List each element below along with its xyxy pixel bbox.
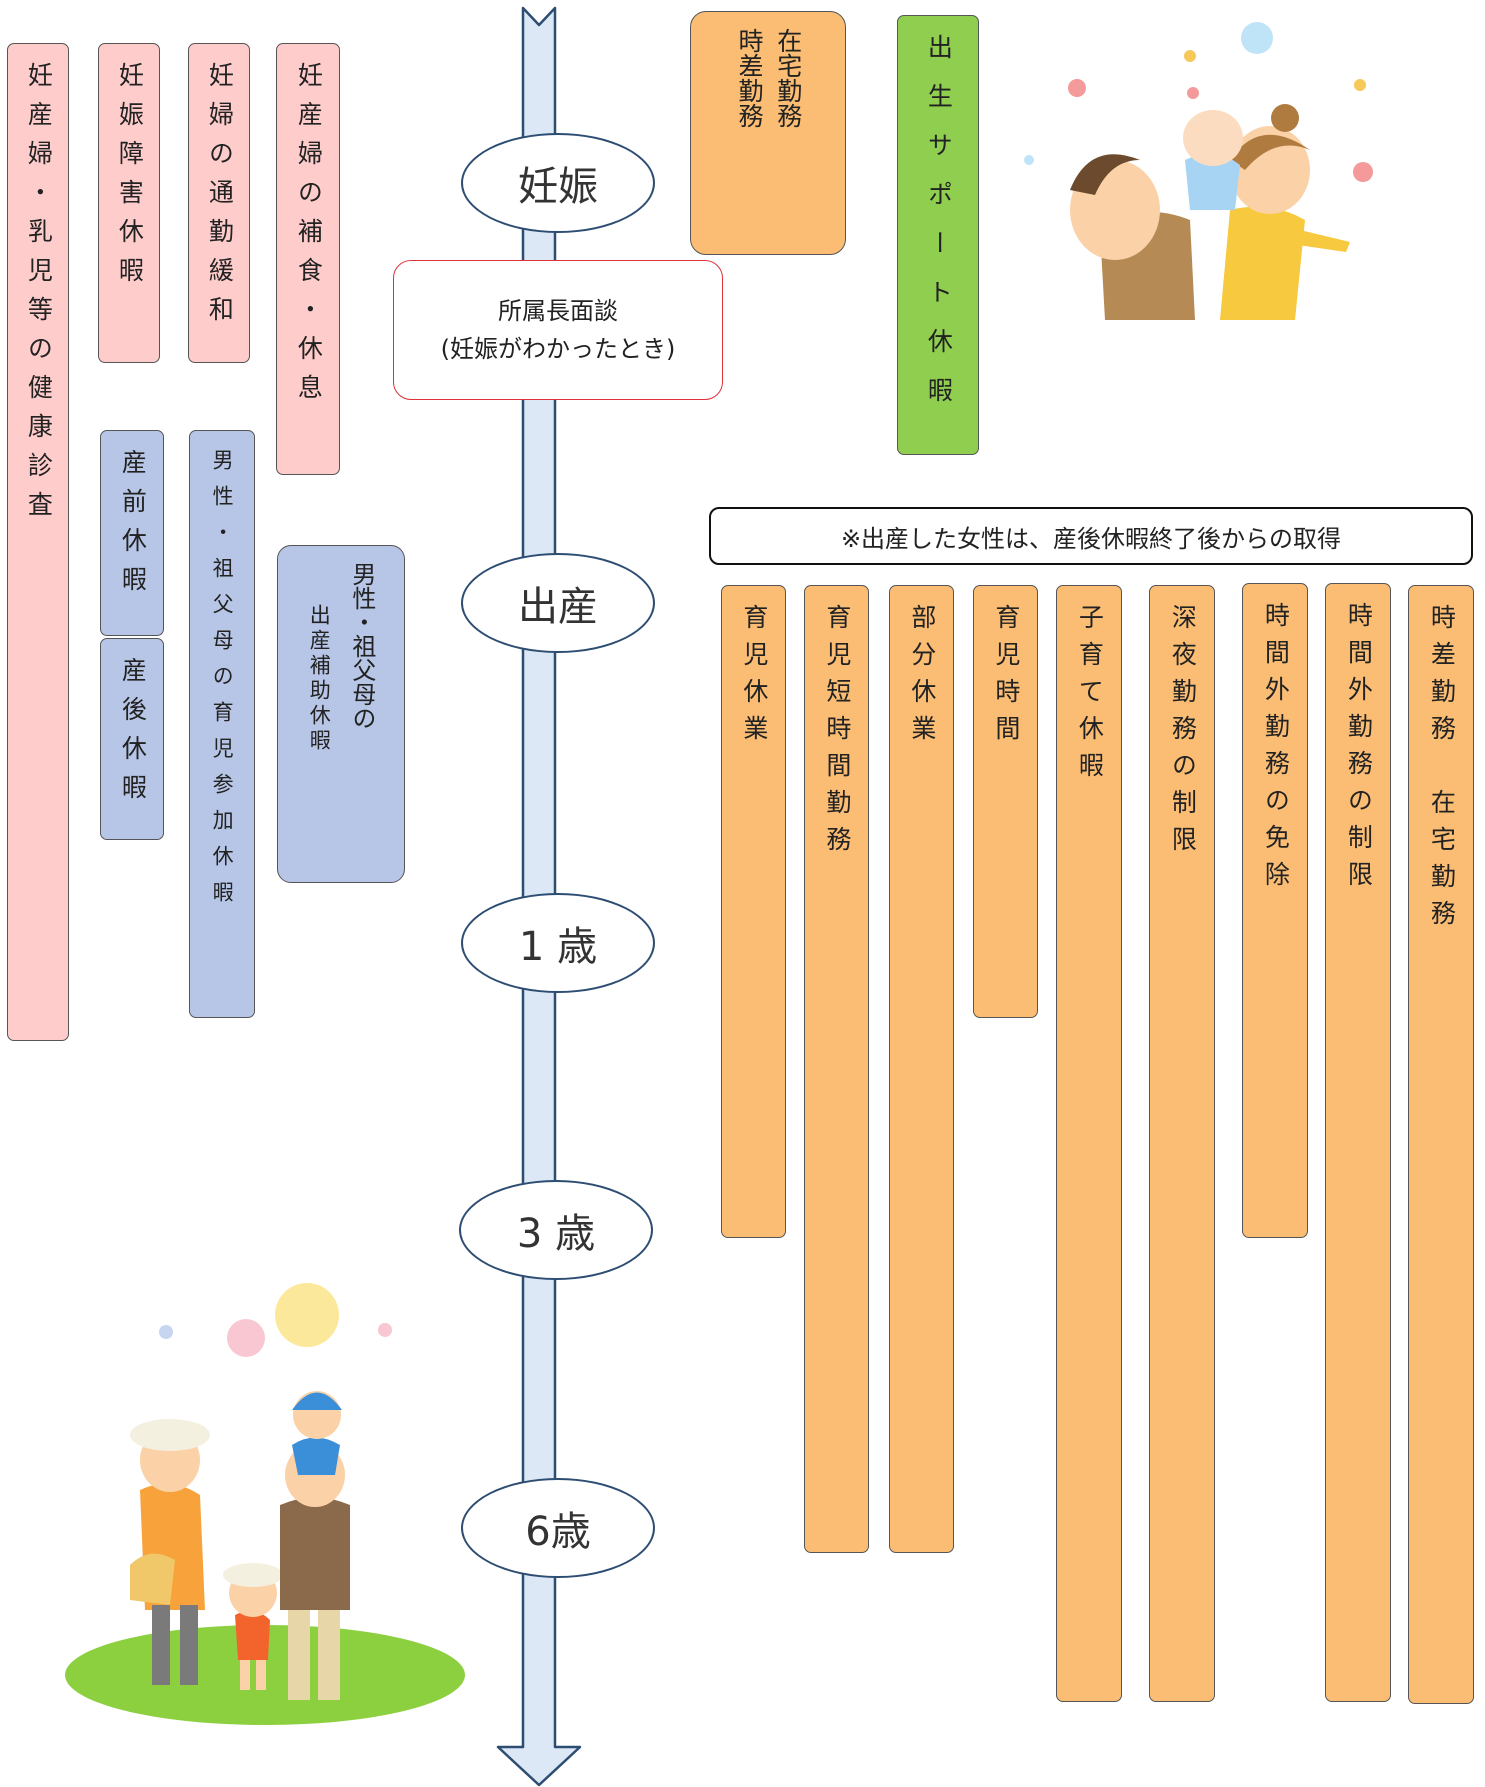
bar-short-time-work: 育児短時間勤務 — [804, 585, 869, 1553]
bar-nursing-time: 育児時間 — [973, 585, 1038, 1018]
bar-partial-leave: 部分休業 — [889, 585, 954, 1553]
bar-label: 育児短時間勤務 — [822, 604, 852, 863]
bar-label-line2: 出産補助休暇 — [307, 604, 332, 754]
bar-label-line2: 時差勤務 — [735, 28, 764, 128]
notice-text: ※出産した女性は、産後休暇終了後からの取得 — [840, 524, 1342, 553]
bar-night-work-limit: 深夜勤務の制限 — [1149, 585, 1215, 1702]
bar-label: 男性・祖父母の育児参加休暇 — [210, 449, 235, 917]
bar-label: 育児休業 — [739, 604, 769, 752]
stage-label: 出産 — [518, 584, 598, 630]
bar-staggered-telework: 時差勤務 在宅勤務 — [1408, 585, 1474, 1704]
bar-label: 育児時間 — [991, 604, 1021, 752]
stage-label: 3 歳 — [516, 1211, 596, 1257]
bar-morbidity-leave: 妊娠障害休暇 — [98, 43, 160, 363]
stage-pregnancy: 妊娠 — [461, 133, 655, 233]
stage-birth: 出産 — [461, 553, 655, 653]
family-walking-illustration — [65, 1283, 465, 1725]
bar-label-line1: 男性・祖父母の — [347, 562, 376, 730]
bar-label: 妊産婦・乳児等の健康診査 — [24, 62, 54, 530]
bar-label: 妊産婦の補食・休息 — [294, 62, 324, 413]
stage-label: 妊娠 — [518, 164, 598, 210]
interview-note: (妊娠がわかったとき) — [440, 335, 676, 363]
bar-health-checkup: 妊産婦・乳児等の健康診査 — [7, 43, 69, 1041]
manager-interview-box: 所属長面談 (妊娠がわかったとき) — [393, 260, 723, 400]
bar-overtime-exemption: 時間外勤務の免除 — [1242, 583, 1308, 1238]
bar-label: 産後休暇 — [118, 657, 148, 813]
bar-label: 妊婦の通勤緩和 — [205, 62, 235, 335]
bar-label-line1: 在宅勤務 — [773, 28, 803, 128]
bar-childcare-participation-leave: 男性・祖父母の育児参加休暇 — [189, 430, 255, 1018]
bar-label: 子育て休暇 — [1075, 604, 1105, 789]
bar-childcare-leave: 育児休業 — [721, 585, 786, 1238]
stage-label: 1 歳 — [518, 924, 598, 970]
bar-birth-support-leave: 出生サポート休暇 — [897, 15, 979, 455]
bar-birth-assist-leave: 男性・祖父母の 出産補助休暇 — [277, 545, 405, 883]
interview-title: 所属長面談 — [498, 296, 618, 325]
bar-label: 深夜勤務の制限 — [1168, 604, 1198, 863]
bar-label: 妊娠障害休暇 — [115, 62, 145, 296]
stage-age-3: 3 歳 — [459, 1180, 653, 1280]
bar-postnatal-leave: 産後休暇 — [100, 638, 164, 840]
bar-parenting-leave: 子育て休暇 — [1056, 585, 1122, 1702]
bar-label: 出生サポート休暇 — [924, 34, 954, 426]
bar-meal-rest: 妊産婦の補食・休息 — [276, 43, 340, 475]
stage-age-6: 6歳 — [461, 1478, 655, 1578]
bar-label: 時差勤務 在宅勤務 — [1427, 604, 1457, 937]
bar-label: 部分休業 — [907, 604, 937, 752]
bar-telework-staggered: 在宅勤務 時差勤務 — [690, 11, 846, 255]
bar-label: 時間外勤務の免除 — [1261, 602, 1291, 898]
stage-age-1: 1 歳 — [461, 893, 655, 993]
bar-overtime-limit: 時間外勤務の制限 — [1325, 583, 1391, 1702]
notice-box: ※出産した女性は、産後休暇終了後からの取得 — [709, 507, 1473, 565]
bar-label: 産前休暇 — [118, 449, 148, 605]
family-baby-illustration — [1024, 22, 1373, 320]
bar-prenatal-leave: 産前休暇 — [100, 430, 164, 636]
bar-label: 時間外勤務の制限 — [1344, 602, 1374, 898]
bar-commute-relief: 妊婦の通勤緩和 — [188, 43, 250, 363]
stage-label: 6歳 — [525, 1509, 591, 1555]
